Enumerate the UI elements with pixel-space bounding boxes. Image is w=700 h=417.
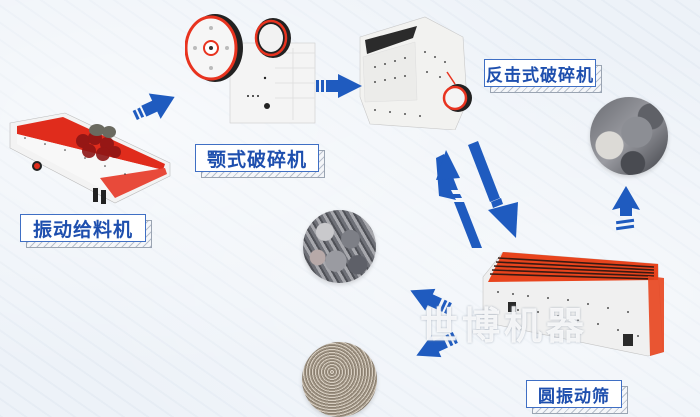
arrow-jaw-to-impact-icon xyxy=(316,73,364,99)
arrow-screen-to-coarse-stone-icon xyxy=(612,186,640,232)
arrow-screen-to-gravel-icon xyxy=(408,284,458,318)
arrow-screen-to-impact-icon xyxy=(436,150,486,250)
arrow-impact-to-screen-icon xyxy=(466,140,522,240)
circular-vibrating-screen-image xyxy=(478,251,668,361)
vibrating-feeder-image xyxy=(5,108,175,212)
label-circular-vibrating-screen: 圆振动筛 xyxy=(526,380,628,414)
label-text: 圆振动筛 xyxy=(526,380,622,408)
jaw-crusher-image xyxy=(184,8,320,132)
watermark: 世博机器 xyxy=(420,304,589,348)
arrow-feeder-to-jaw-icon xyxy=(132,86,182,122)
medium-gravel-image xyxy=(303,210,376,283)
label-vibrating-feeder: 振动给料机 xyxy=(20,214,152,248)
impact-crusher-image xyxy=(355,12,480,134)
label-impact-crusher: 反击式破碎机 xyxy=(484,59,602,93)
coarse-stone-image xyxy=(590,97,668,175)
label-jaw-crusher: 颚式破碎机 xyxy=(195,144,325,178)
arrow-screen-to-sand-icon xyxy=(414,328,464,362)
label-text: 振动给料机 xyxy=(20,214,146,242)
sand-image xyxy=(302,342,377,417)
label-text: 颚式破碎机 xyxy=(195,144,319,172)
label-text: 反击式破碎机 xyxy=(484,59,596,87)
